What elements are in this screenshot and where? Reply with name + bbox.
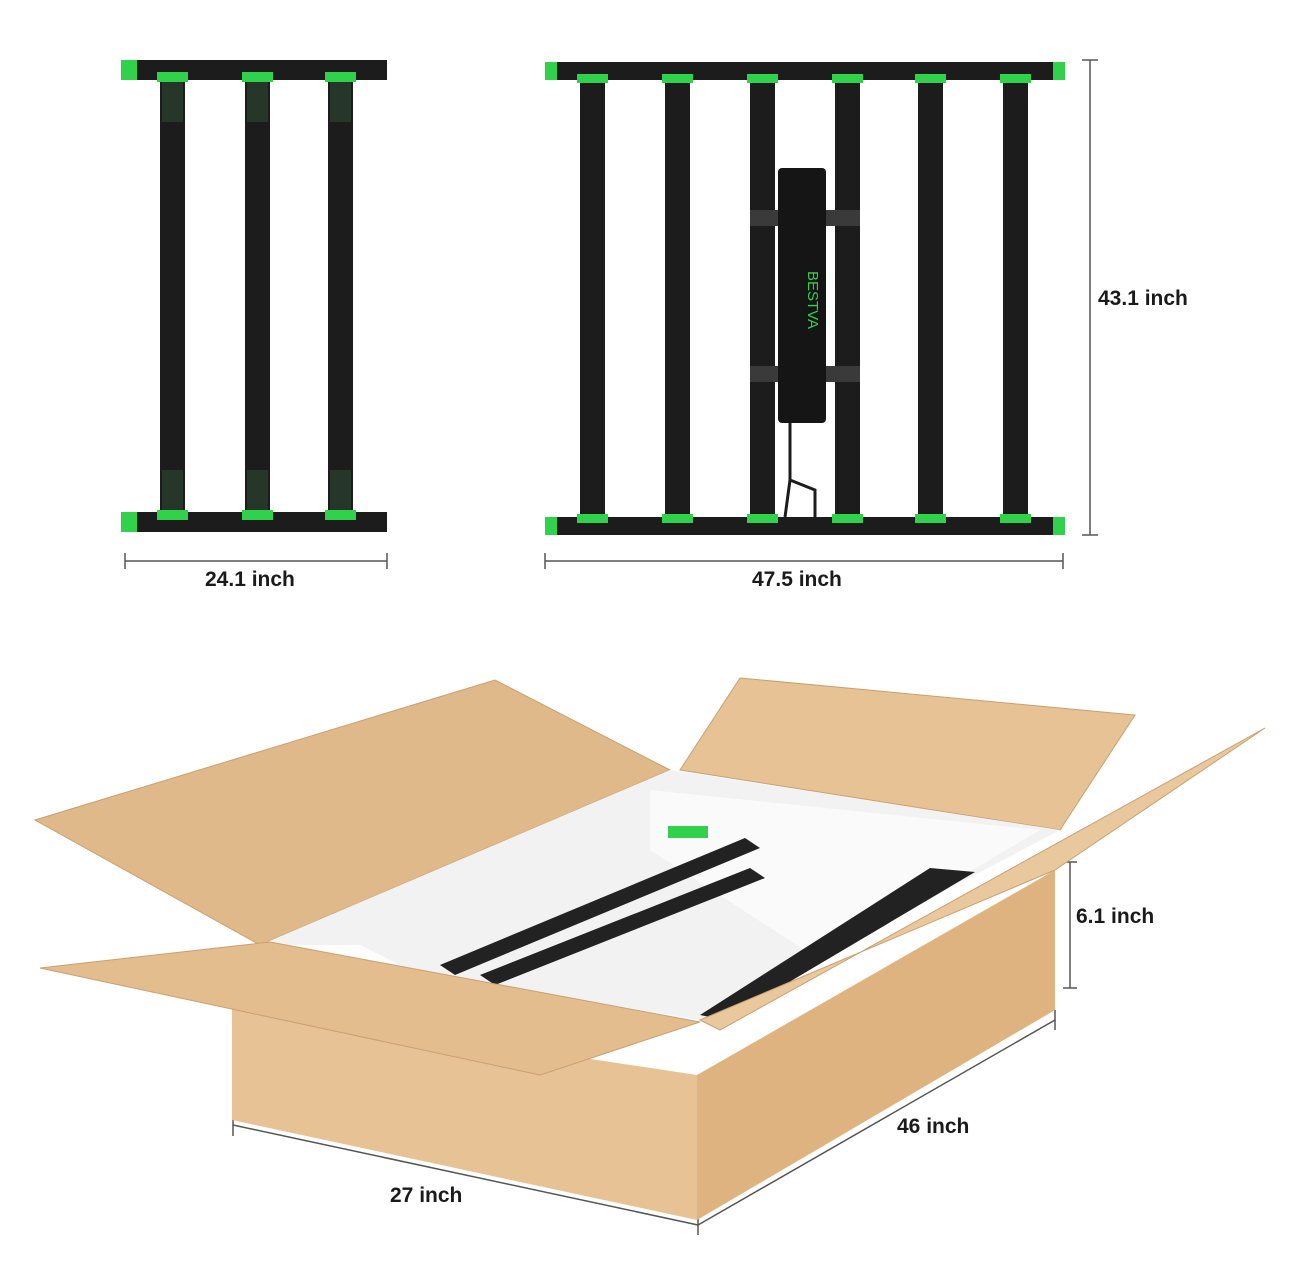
box-height-label: 6.1 inch [1076, 905, 1155, 928]
driver-box: BESTVA [750, 168, 860, 518]
box-width-label: 27 inch [390, 1184, 463, 1207]
fixture-length-label: 43.1 inch [1098, 287, 1188, 310]
shipping-box [33, 677, 1266, 1220]
dimension-lines [124, 59, 1098, 1235]
bestva-logo: BESTVA [804, 271, 821, 329]
small-fixture-width-label: 24.1 inch [205, 568, 295, 591]
large-fixture-width-label: 47.5 inch [752, 568, 842, 591]
folded-light-fixture [121, 60, 387, 532]
unfolded-light-fixture: BESTVA [545, 62, 1065, 535]
box-length-label: 46 inch [897, 1115, 970, 1138]
